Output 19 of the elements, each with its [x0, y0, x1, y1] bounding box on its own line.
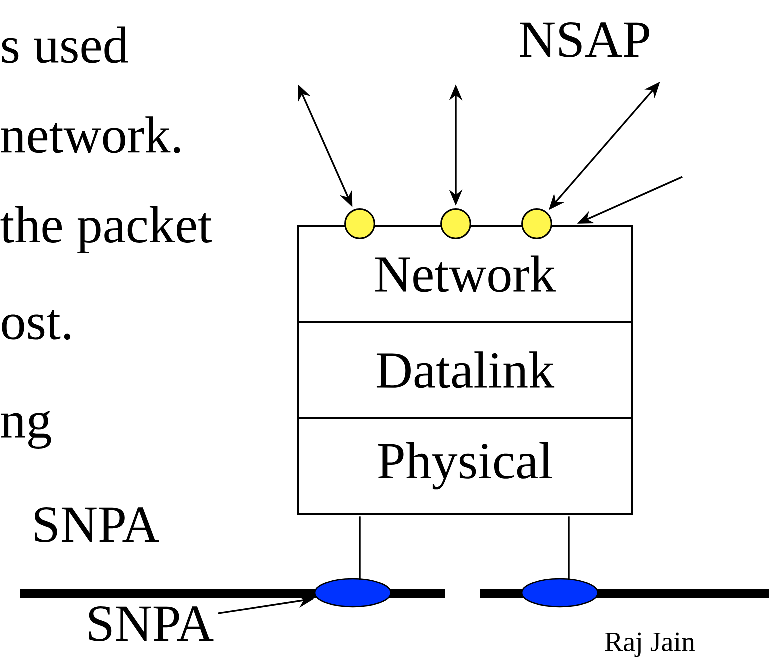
slide-text: s used: [2, 26, 128, 64]
slide-text: ng: [1, 411, 52, 449]
access-point: [522, 208, 552, 240]
attachment-point: [521, 578, 599, 608]
slide-text: SNPA: [35, 508, 160, 542]
interface-label: NSAP: [520, 22, 650, 58]
attachment-point: [314, 578, 392, 608]
connector-line: [359, 516, 361, 580]
layer-box: Network: [297, 225, 633, 323]
access-point: [440, 208, 472, 240]
access-point: [344, 208, 376, 240]
slide-text: network.: [1, 116, 180, 154]
layer-box: Physical: [297, 417, 633, 515]
slide-text: the packet: [0, 206, 212, 254]
layer-box: Datalink: [297, 321, 633, 419]
slide-text: ost.: [2, 310, 71, 340]
connector-line: [568, 516, 570, 580]
callout-text: SNPA: [89, 606, 214, 642]
author-name: Raj Jain: [605, 632, 696, 658]
